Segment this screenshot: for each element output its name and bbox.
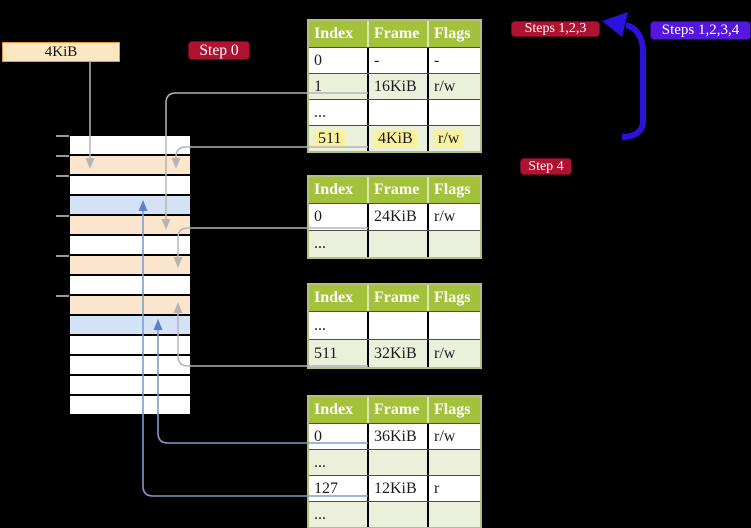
table-cell-flags — [427, 450, 480, 475]
table-cell-index: ... — [314, 235, 326, 252]
table-header-index: Index — [314, 401, 354, 418]
table-cell-index: ... — [314, 453, 326, 471]
table-cell-index: ... — [314, 316, 326, 334]
memory-row-table — [70, 216, 190, 236]
table-cell-flags: r/w — [427, 126, 480, 151]
badge-steps-1-2-3-4: Steps 1,2,3,4 — [650, 21, 751, 40]
table-row: ... — [309, 311, 480, 339]
table-cell-frame: 4KiB — [367, 126, 427, 151]
table-header-frame: Frame — [367, 285, 427, 311]
memory-row-page — [70, 316, 190, 336]
table-cell-frame: 32KiB — [367, 340, 427, 367]
memory-row-table — [70, 296, 190, 316]
memory-row-free — [70, 236, 190, 256]
memory-row-free — [70, 356, 190, 376]
memory-row-page — [70, 196, 190, 216]
table-cell-flags: - — [427, 48, 480, 73]
table-header-flags: Flags — [427, 285, 480, 311]
table-cell-flags — [427, 502, 480, 527]
table-cell-flags: r/w — [427, 424, 480, 449]
memory-row-free — [70, 336, 190, 356]
table-cell-flags: r/w — [427, 340, 480, 367]
table-header-index: Index — [314, 181, 354, 198]
table-cell-frame — [367, 312, 427, 339]
table-header-frame: Frame — [367, 21, 427, 47]
table-row: ... — [309, 230, 480, 257]
table-cell-index: ... — [314, 103, 326, 121]
table-cell-index: 511 — [309, 126, 367, 151]
table-cell-flags — [427, 231, 480, 257]
table-cell-frame — [367, 100, 427, 125]
frame-size-label: 4KiB — [2, 42, 120, 62]
memory-row-free — [70, 276, 190, 296]
table-cell-index: 0 — [314, 208, 322, 225]
table-cell-frame: - — [367, 48, 427, 73]
table-header-index: Index — [314, 289, 354, 306]
table-row: 0 -- — [309, 47, 480, 73]
badge-steps-1-2-3: Steps 1,2,3 — [511, 21, 600, 37]
memory-row-table — [70, 156, 190, 176]
table-cell-frame — [367, 450, 427, 475]
loop-arrow-shaft — [621, 22, 646, 140]
table-cell-flags: r/w — [427, 74, 480, 99]
table-header-flags: Flags — [427, 21, 480, 47]
memory-row-free — [70, 376, 190, 396]
table-cell-frame — [367, 502, 427, 527]
table-cell-frame: 12KiB — [367, 476, 427, 501]
table-cell-index: 0 — [314, 427, 322, 445]
table-cell-flags — [427, 100, 480, 125]
table-cell-frame: 16KiB — [367, 74, 427, 99]
table-row: ... — [309, 449, 480, 475]
table-cell-frame — [367, 231, 427, 257]
table-cell-index: 1 — [314, 77, 322, 95]
memory-row-free — [70, 136, 190, 156]
table-cell-index: 511 — [314, 344, 338, 362]
table-cell-frame: 24KiB — [367, 204, 427, 230]
physical-memory-stack — [68, 134, 192, 416]
table-header-flags: Flags — [427, 397, 480, 423]
memory-row-table — [70, 256, 190, 276]
loop-arrowhead-left-icon — [602, 12, 628, 37]
table-header-flags: Flags — [427, 177, 480, 203]
table-cell-frame: 36KiB — [367, 424, 427, 449]
badge-step-4: Step 4 — [520, 158, 572, 175]
table-cell-flags: r/w — [427, 204, 480, 230]
badge-step-0: Step 0 — [188, 41, 250, 60]
table-cell-index: 0 — [314, 51, 322, 69]
table-header-index: Index — [314, 25, 354, 42]
table-row: ... — [309, 99, 480, 125]
memory-row-free — [70, 396, 190, 414]
memory-row-free — [70, 176, 190, 196]
table-cell-flags: r — [427, 476, 480, 501]
table-header-frame: Frame — [367, 397, 427, 423]
table-cell-flags — [427, 312, 480, 339]
table-header-frame: Frame — [367, 177, 427, 203]
table-row: ... — [309, 501, 480, 527]
table-cell-index: 127 — [314, 479, 338, 497]
table-cell-index: ... — [314, 505, 326, 523]
